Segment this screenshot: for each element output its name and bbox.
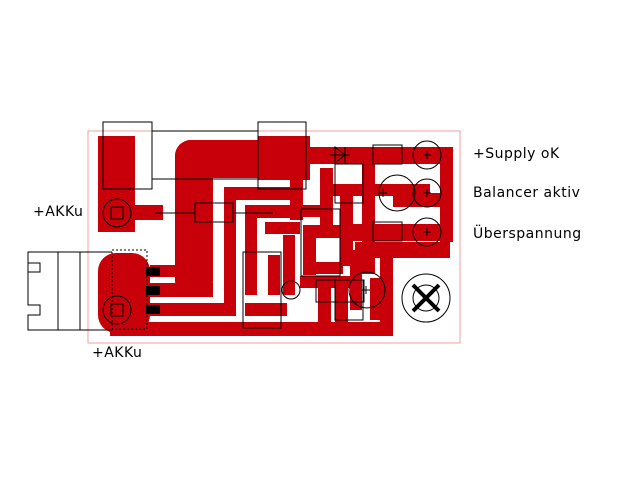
led-label-supply-ok: +Supply oK	[473, 146, 560, 162]
led-label-balancer-active: Balancer aktiv	[473, 185, 581, 201]
terminal-label-akku-bottom: +AKKu	[92, 345, 143, 361]
mounting-hole	[401, 273, 451, 323]
terminal-label-akku-top: +AKKu	[33, 204, 84, 220]
board-outline	[87, 130, 461, 344]
silkscreen-layer	[27, 121, 451, 331]
mounting-hole-cross-icon	[411, 283, 441, 313]
connector-pins	[146, 267, 160, 314]
led-label-overvoltage: Überspannung	[473, 226, 582, 242]
polarity-marks	[362, 151, 431, 294]
